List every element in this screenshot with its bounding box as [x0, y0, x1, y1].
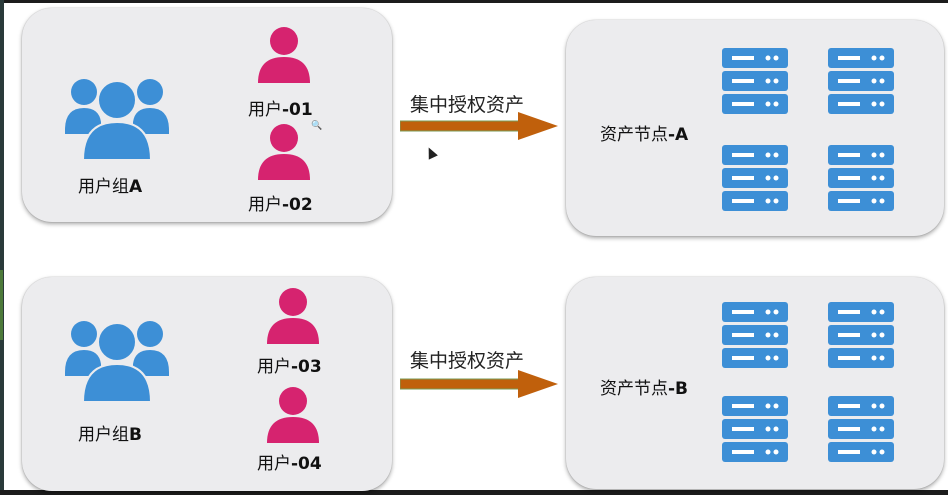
server-rack-icon	[828, 396, 894, 462]
right-arrow-icon	[400, 112, 558, 140]
window-top-edge	[0, 0, 948, 3]
magnifier-cursor-icon: 🔍	[311, 121, 323, 131]
server-rack-icon	[722, 396, 788, 462]
user-group-panel-b	[22, 277, 392, 491]
users-group-icon	[65, 321, 169, 403]
server-rack-icon	[828, 302, 894, 368]
server-rack-icon	[722, 145, 788, 211]
arrow-label-a: 集中授权资产	[410, 94, 525, 116]
user-icon	[258, 27, 310, 83]
server-rack-icon	[828, 145, 894, 211]
user-icon	[267, 387, 319, 443]
user-label-03: 用户-03	[257, 357, 322, 377]
server-rack-icon	[722, 48, 788, 114]
arrow-label-b: 集中授权资产	[410, 350, 525, 372]
asset-node-label-a: 资产节点-A	[600, 125, 689, 145]
window-bottom-edge	[0, 490, 948, 495]
mouse-pointer-icon	[424, 145, 438, 160]
user-icon	[267, 288, 319, 344]
right-arrow-icon	[400, 370, 558, 398]
asset-node-label-b: 资产节点-B	[600, 379, 689, 399]
user-group-label-a: 用户组A	[78, 177, 143, 197]
window-left-edge	[0, 0, 4, 495]
user-label-02: 用户-02	[248, 195, 313, 215]
user-label-01: 用户-01	[248, 100, 313, 120]
user-icon	[258, 124, 310, 180]
users-group-icon	[65, 79, 169, 161]
user-label-04: 用户-04	[257, 454, 322, 474]
user-group-label-b: 用户组B	[78, 425, 142, 445]
server-rack-icon	[722, 302, 788, 368]
server-rack-icon	[828, 48, 894, 114]
window-left-edge-accent	[0, 270, 3, 340]
